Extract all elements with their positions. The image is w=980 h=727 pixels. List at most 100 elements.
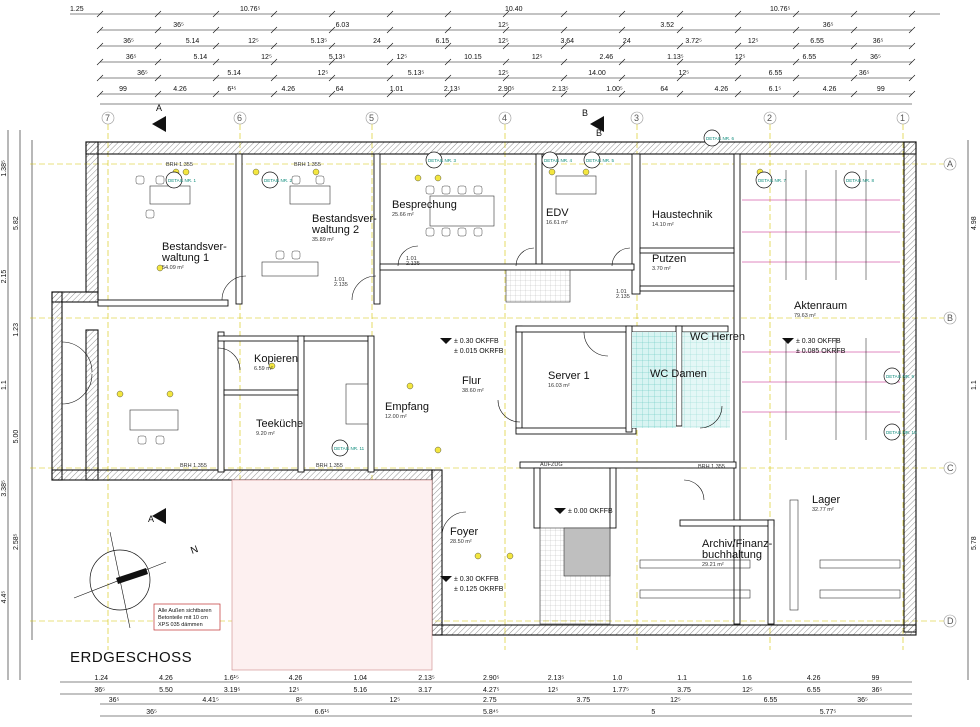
chair	[155, 175, 165, 185]
detail-marker-7	[843, 171, 861, 189]
dimension-bottom-0-12: 99	[872, 675, 880, 682]
detail-marker-0	[165, 171, 183, 189]
dimension-tick	[560, 58, 568, 66]
tag-1: BRH 1.355	[294, 162, 321, 168]
chair	[441, 185, 451, 195]
ceiling-light-icon	[116, 390, 124, 398]
dimension-top-2-10: 12⁵	[748, 38, 759, 45]
dimension-tick	[386, 10, 394, 18]
dimension-bottom-2-2: 8⁵	[296, 697, 303, 704]
chair	[441, 227, 451, 237]
dimension-top-4-2: 12⁵	[318, 70, 329, 77]
dimension-top-3-1: 5.14	[194, 54, 208, 61]
dimension-tick	[212, 90, 220, 98]
dimension-tick	[444, 58, 452, 66]
detail-marker-1	[261, 171, 279, 189]
detail-marker-3	[541, 151, 559, 169]
chair	[137, 435, 147, 445]
dimension-tick	[676, 10, 684, 18]
dimension-left-7: 2.58⁵	[13, 533, 20, 550]
dimension-top-4-6: 12⁵	[678, 70, 689, 77]
dimension-top-5-11: 4.26	[715, 86, 729, 93]
dimension-tick	[618, 58, 626, 66]
dimension-tick	[328, 74, 336, 82]
dimension-tick	[734, 58, 742, 66]
dimension-tick	[502, 10, 510, 18]
dimension-top-5-0: 99	[119, 86, 127, 93]
room-name2-15: buchhaltung	[702, 549, 762, 561]
axis-bubble-5	[365, 111, 379, 125]
axis-label-5: 5	[369, 113, 374, 123]
room-name-8: Teeküche	[256, 418, 303, 430]
dimension-tick	[328, 58, 336, 66]
room-labels: Bestandsver-waltung 154.09 m²Bestandsver…	[161, 199, 847, 568]
dimension-top-4-8: 36⁵	[859, 70, 870, 77]
dimension-tick	[676, 58, 684, 66]
dimension-tick	[850, 74, 858, 82]
level-ffb-3: ± 0.00 OKFFB	[568, 508, 613, 515]
dimension-top-0-3: 10.76⁵	[770, 6, 791, 13]
axis-bubble-D	[943, 614, 957, 628]
room-name-6: Aktenraum	[794, 300, 847, 312]
room-name-4: Haustechnik	[652, 209, 713, 221]
wc-tiles	[632, 332, 676, 428]
chair	[275, 250, 285, 260]
dimension-top-2-7: 3.64	[560, 38, 574, 45]
dimension-top-3-10: 6.55	[803, 54, 817, 61]
detail-label-2: DETAIL NR. 3	[428, 158, 457, 163]
dimension-top-0-1: 10.76⁵	[240, 6, 261, 13]
ceiling-light-icon	[252, 168, 260, 176]
dimension-top-4-3: 5.13⁵	[408, 70, 425, 77]
dimension-bottom-1-11: 6.55	[807, 687, 821, 694]
dimension-bottom-0-10: 1.6	[742, 675, 752, 682]
dimension-tick	[734, 42, 742, 50]
dimension-top-2-6: 12⁵	[498, 38, 509, 45]
dimension-right-2: 5.78	[971, 536, 978, 550]
compass-north-label: N	[189, 544, 200, 557]
dimension-bottom-3-4: 5.77⁵	[820, 709, 837, 716]
dimension-top-2-2: 12⁵	[248, 38, 259, 45]
ceiling-light-icon	[156, 264, 164, 272]
dimension-right-0: 4.98	[971, 216, 978, 230]
dimension-bottom-2-7: 6.55	[764, 697, 778, 704]
dimension-ticks-top	[96, 10, 916, 98]
dimension-right-1: 1.1	[971, 380, 978, 390]
dimension-bottom-1-1: 5.50	[159, 687, 173, 694]
dimension-bottom-2-3: 12⁵	[389, 697, 400, 704]
dimension-tick	[560, 42, 568, 50]
dimension-tick	[560, 74, 568, 82]
dimension-tick	[96, 26, 104, 34]
axis-bubble-4	[498, 111, 512, 125]
room-area-3: 16.61 m²	[546, 220, 568, 226]
door-label-5: 2.135	[616, 294, 630, 300]
dimension-bottom-3-3: 5	[651, 709, 655, 716]
dimension-tick	[386, 58, 394, 66]
chair	[155, 435, 165, 445]
dimension-bottom-0-5: 2.13⁵	[418, 675, 435, 682]
door-label-2: 1.01	[406, 256, 417, 262]
room-name-0: Bestandsver-	[162, 241, 227, 253]
room-name-12: WC Herren	[690, 331, 745, 343]
dimension-bottom-0-4: 1.04	[353, 675, 367, 682]
detail-label-8: DETAIL NR. 9	[886, 374, 915, 379]
dimension-left-6: 3.38⁵	[1, 480, 8, 497]
dimension-top-2-11: 6.55	[810, 38, 824, 45]
dimension-left-1: 5.82	[13, 216, 20, 230]
chair	[291, 175, 301, 185]
dimension-tick	[328, 26, 336, 34]
axis-label-A: A	[947, 159, 953, 169]
room-name-16: Foyer	[450, 526, 478, 538]
dimension-bottom-2-0: 36⁵	[109, 697, 120, 704]
tag-5: AUFZUG	[540, 462, 563, 468]
dimension-tick	[212, 74, 220, 82]
insulation-note: Alle Außen sichtbaren Betonteile mit 10 …	[153, 603, 221, 631]
dimension-top-2-5: 6.15	[436, 38, 450, 45]
dimension-text-side: 1.38⁵5.822.151.231.15.003.38⁵2.58⁵4.4⁵4.…	[1, 160, 978, 603]
dimension-tick	[850, 26, 858, 34]
axis-bubble-B	[943, 311, 957, 325]
room-area-7: 6.59 m²	[254, 366, 273, 372]
